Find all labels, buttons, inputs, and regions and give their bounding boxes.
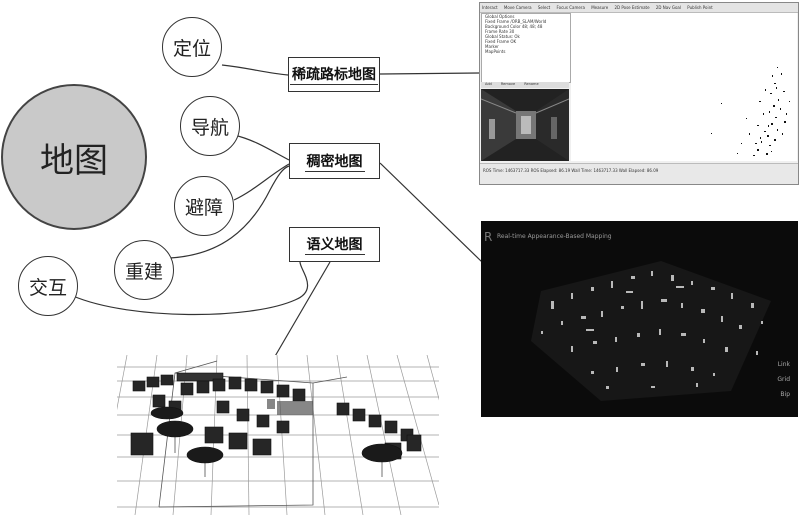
- task-label-navigation: 导航: [190, 116, 229, 139]
- panel-row: Fixed Frame /ORB_SLAM/World: [485, 19, 547, 24]
- camera-image-view: [481, 89, 569, 161]
- tab-rename: Rename: [524, 82, 539, 86]
- sparse-map-label: 稀疏路标地图: [290, 64, 378, 85]
- dense-map-box: 稠密地图: [289, 143, 380, 179]
- panel-row: Frame Rate 30: [485, 29, 515, 34]
- task-node-localization: 定位: [162, 17, 222, 77]
- task-label-obstacle-avoidance: 避障: [184, 196, 223, 219]
- dense-title: Real-time Appearance-Based Mapping: [497, 233, 612, 240]
- sparse-points: [711, 67, 790, 156]
- toolbar-item: 2D Pose Estimate: [614, 5, 650, 10]
- sparse-map-box: 稀疏路标地图: [288, 57, 380, 92]
- semantic-map-scene: [117, 355, 439, 515]
- dense-map-label: 稠密地图: [304, 151, 365, 172]
- rtabmap-logo: R: [484, 230, 493, 244]
- panel-row: MapPoints: [485, 49, 506, 54]
- toolbar-item: Focus Camera: [556, 5, 585, 10]
- status-text: ROS Time: 1463717.33 ROS Elapsed: 86.19 …: [483, 168, 659, 173]
- toolbar-item: 2D Nav Goal: [655, 5, 681, 10]
- task-node-interaction: 交互: [18, 256, 78, 316]
- panel-tabs: Add Remove Rename: [481, 82, 569, 88]
- corridor-image: [481, 89, 569, 161]
- panel-row: Fixed Frame OK: [485, 39, 517, 44]
- dense-label-bip: Bip: [780, 391, 790, 398]
- tab-add: Add: [485, 82, 492, 86]
- dense-point-cloud: [531, 261, 771, 401]
- tab-remove: Remove: [500, 82, 516, 86]
- displays-panel: Global Options Fixed Frame /ORB_SLAM/Wor…: [481, 13, 571, 83]
- rviz-status-bar: ROS Time: 1463717.33 ROS Elapsed: 86.19 …: [480, 163, 798, 184]
- semantic-map-label: 语义地图: [304, 234, 365, 255]
- sparse-point-cloud-view: [571, 13, 797, 161]
- dense-label-link: Link: [777, 361, 790, 368]
- rviz-toolbar: Interact Move Camera Select Focus Camera…: [480, 3, 798, 13]
- panel-row: Global Options: [485, 14, 515, 19]
- semantic-furniture-scene: [117, 355, 439, 515]
- panel-row: Marker: [485, 44, 499, 49]
- toolbar-item: Publish Point: [687, 5, 713, 10]
- task-node-reconstruction: 重建: [114, 240, 174, 300]
- toolbar-item: Measure: [591, 5, 609, 10]
- task-label-interaction: 交互: [28, 276, 67, 299]
- panel-row: Global Status: Ok: [485, 34, 520, 39]
- sparse-map-screenshot: Interact Move Camera Select Focus Camera…: [479, 2, 799, 185]
- dense-label-grid: Grid: [777, 376, 790, 383]
- task-node-navigation: 导航: [180, 96, 240, 156]
- dense-map-screenshot: R Real-time Appearance-Based Mapping Lin…: [481, 221, 798, 417]
- task-label-localization: 定位: [172, 37, 211, 60]
- toolbar-item: Interact: [482, 5, 498, 10]
- task-label-reconstruction: 重建: [124, 260, 163, 283]
- panel-row: Background Color 48; 48; 48: [485, 24, 543, 29]
- toolbar-item: Select: [537, 5, 551, 10]
- toolbar-item: Move Camera: [503, 5, 532, 10]
- map-central-label: 地图: [40, 140, 108, 181]
- semantic-map-box: 语义地图: [289, 227, 380, 262]
- map-central-node: 地图: [1, 84, 147, 230]
- task-node-obstacle-avoidance: 避障: [174, 176, 234, 236]
